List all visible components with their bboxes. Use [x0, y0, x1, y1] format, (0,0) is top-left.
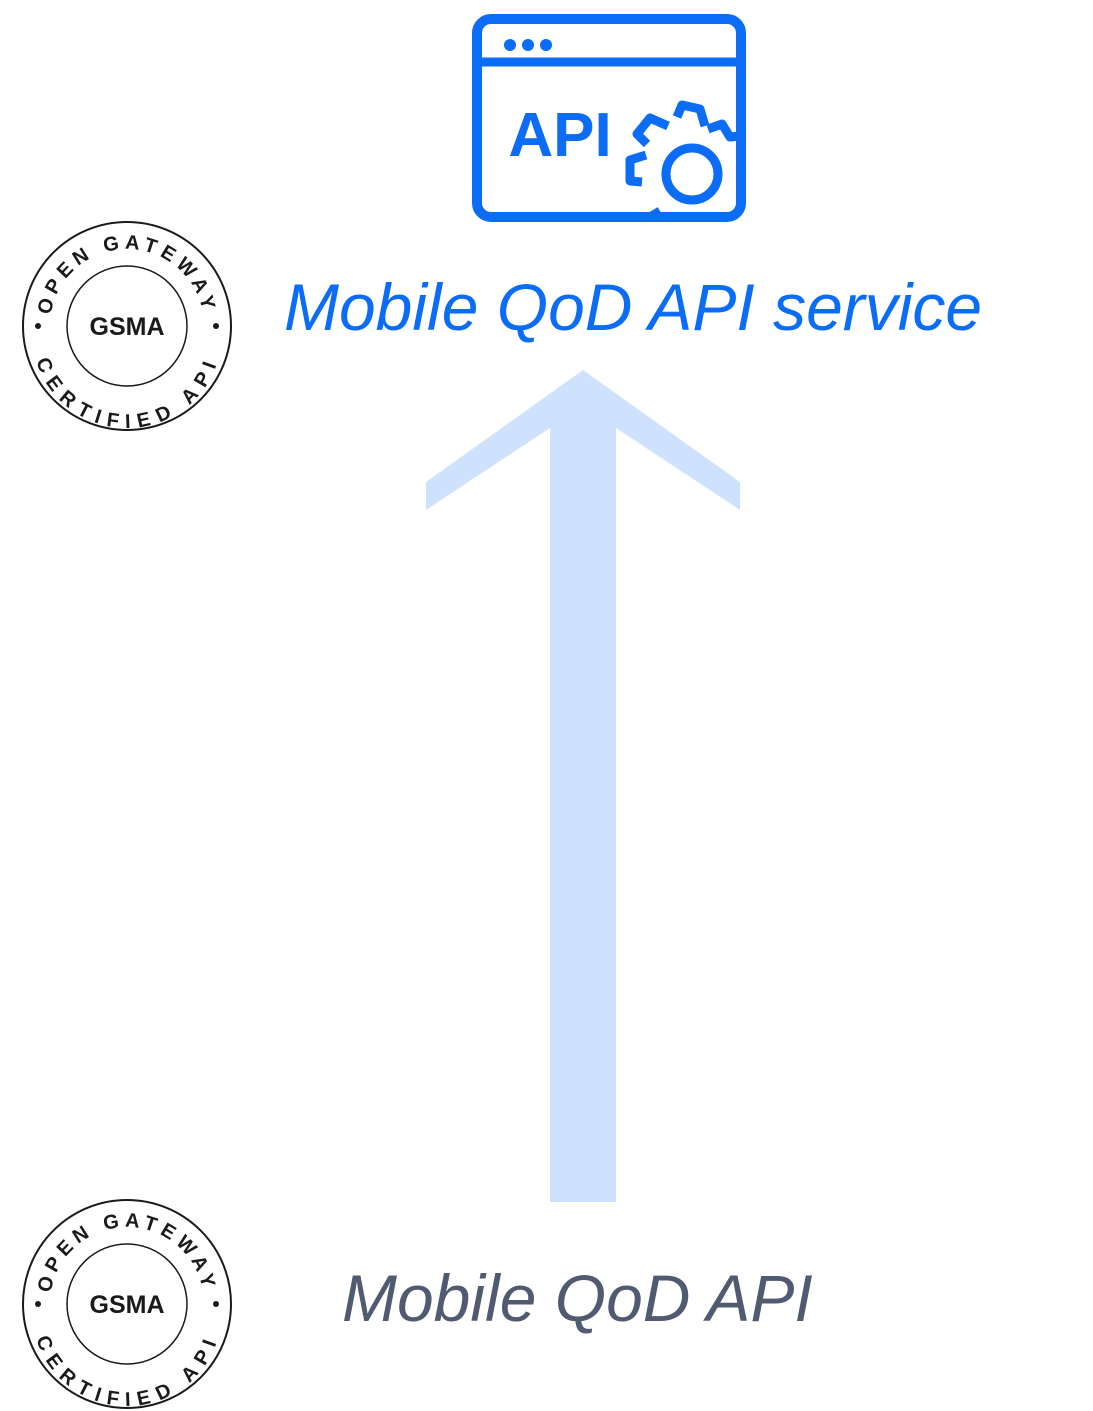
badge-inner-ring [66, 1243, 188, 1365]
window-dot-icon [504, 39, 516, 51]
service-label: Mobile QoD API service [284, 270, 983, 344]
badge-dot-icon [35, 1301, 41, 1307]
badge-dot-icon [35, 323, 41, 329]
badge-inner-ring [66, 265, 188, 387]
badge-dot-icon [213, 1301, 219, 1307]
badge-dot-icon [213, 323, 219, 329]
gsma-certified-badge: OPEN GATEWAY CERTIFIED API GSMA [22, 221, 232, 433]
arrow-shape [426, 370, 740, 1202]
window-dot-icon [540, 39, 552, 51]
up-arrow-icon [426, 370, 740, 1202]
api-icon-label: API [508, 101, 611, 170]
badge-brand: GSMA [90, 1291, 165, 1319]
window-dot-icon [522, 39, 534, 51]
window-frame [472, 14, 746, 222]
gsma-certified-badge: OPEN GATEWAY CERTIFIED API GSMA [22, 1199, 232, 1411]
badge-outer-ring [22, 221, 232, 431]
gear-icon [625, 100, 741, 221]
api-label: Mobile QoD API [342, 1261, 813, 1335]
api-settings-icon: API [472, 14, 746, 222]
badge-brand: GSMA [90, 313, 165, 341]
